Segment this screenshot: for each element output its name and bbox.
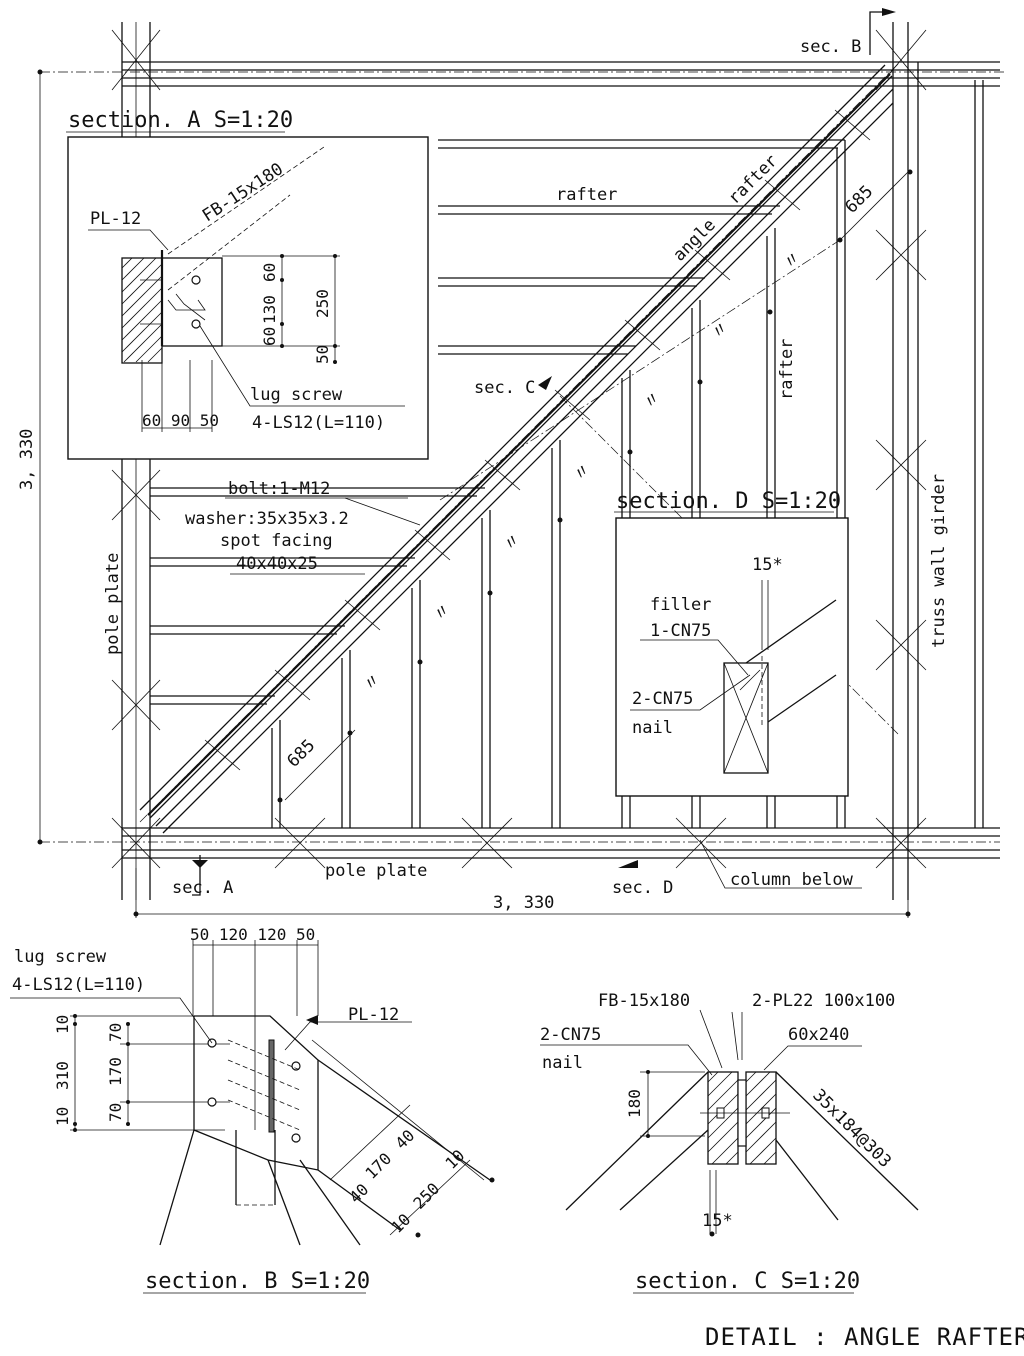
drawing-title: DETAIL : ANGLE RAFTER <box>705 1323 1024 1351</box>
sec-c-label: sec. C <box>474 378 535 398</box>
section-a-d50: 50 <box>313 345 332 364</box>
dim-685-bottom: 685 <box>283 736 319 772</box>
section-c-fb: FB-15x180 <box>598 991 690 1011</box>
section-d-nail: nail <box>632 718 673 738</box>
section-b-title: section. B S=1:20 <box>145 1269 370 1294</box>
ditto-4: 〃 <box>569 459 595 485</box>
section-c <box>540 1009 919 1294</box>
section-d-cn: 2-CN75 <box>632 689 693 709</box>
section-c-pl22: 2-PL22 100x100 <box>752 991 895 1011</box>
section-d <box>614 511 849 797</box>
column-below-label: column below <box>730 870 854 890</box>
section-c-s60: 60x240 <box>788 1025 849 1045</box>
section-a-d250: 250 <box>313 289 332 318</box>
spot-dim-label: 40x40x25 <box>236 554 318 574</box>
section-c-s35: 35x184@303 <box>808 1085 895 1172</box>
section-a-pl: PL-12 <box>90 209 141 229</box>
pole-plate-bottom: pole plate <box>325 861 427 881</box>
section-b-lug1: lug screw <box>14 947 107 967</box>
section-a-d130: 130 <box>260 295 279 324</box>
section-d-filler: filler <box>650 595 711 615</box>
section-b-d10b: 10 <box>53 1107 72 1126</box>
ditto-5: 〃 <box>499 529 525 555</box>
truss-label: truss wall girder <box>929 474 949 648</box>
sec-b-label: sec. B <box>800 37 861 57</box>
section-c-d180: 180 <box>625 1089 644 1118</box>
section-c-nail: nail <box>542 1053 583 1073</box>
washer-label: washer:35x35x3.2 <box>185 509 349 529</box>
pole-plate-left: pole plate <box>103 553 123 655</box>
bolt-label: bolt:1-M12 <box>228 479 330 499</box>
rafter-top-label: rafter <box>556 185 617 205</box>
section-a-title: section. A S=1:20 <box>68 108 293 133</box>
rafter-right-label: rafter <box>777 339 797 400</box>
dim-width: 3, 330 <box>493 893 554 913</box>
ditto-7: 〃 <box>359 669 385 695</box>
section-b-lug2: 4-LS12(L=110) <box>12 975 145 995</box>
section-b-d10d: 10 <box>387 1210 414 1237</box>
section-a-lug1: lug screw <box>250 385 343 405</box>
section-b-d40b: 40 <box>345 1180 372 1207</box>
section-a-d60b: 60 <box>260 327 279 346</box>
section-d-d15: 15* <box>752 555 783 575</box>
section-d-title: section. D S=1:20 <box>616 489 841 514</box>
section-a-d60: 60 <box>260 263 279 282</box>
section-d-filler2: 1-CN75 <box>650 621 711 641</box>
dim-685-top: 685 <box>841 182 877 218</box>
ditto-2: 〃 <box>707 317 733 343</box>
section-b-d40a: 40 <box>391 1126 418 1153</box>
section-b-d250: 250 <box>409 1179 443 1213</box>
section-a <box>66 131 429 460</box>
section-a-bottom-dims: 60 90 50 <box>142 411 219 430</box>
section-a-lug2: 4-LS12(L=110) <box>252 413 385 433</box>
section-c-title: section. C S=1:20 <box>635 1269 860 1294</box>
sec-d-label: sec. D <box>612 878 673 898</box>
section-b-d310: 310 <box>53 1061 72 1090</box>
section-b-d170: 170 <box>106 1057 125 1086</box>
angle-label: angle <box>669 215 719 265</box>
section-b-d70a: 70 <box>106 1023 125 1042</box>
ditto-3: 〃 <box>639 387 665 413</box>
sec-a-label: sec. A <box>172 878 233 898</box>
section-c-d15: 15* <box>702 1211 733 1231</box>
rafter-diag-label: rafter <box>724 151 782 209</box>
section-b-top-dims: 50 120 120 50 <box>190 925 315 944</box>
section-c-cn: 2-CN75 <box>540 1025 601 1045</box>
ditto-1: 〃 <box>779 247 805 273</box>
section-b-d70b: 70 <box>106 1103 125 1122</box>
spot-label: spot facing <box>220 531 333 551</box>
section-b <box>10 940 495 1294</box>
section-b-pl: PL-12 <box>348 1005 399 1025</box>
section-b-d170b: 170 <box>361 1149 395 1183</box>
section-b-d10a: 10 <box>53 1015 72 1034</box>
ditto-6: 〃 <box>429 599 455 625</box>
section-b-d10c: 10 <box>441 1146 468 1173</box>
dim-height: 3, 330 <box>17 429 37 490</box>
